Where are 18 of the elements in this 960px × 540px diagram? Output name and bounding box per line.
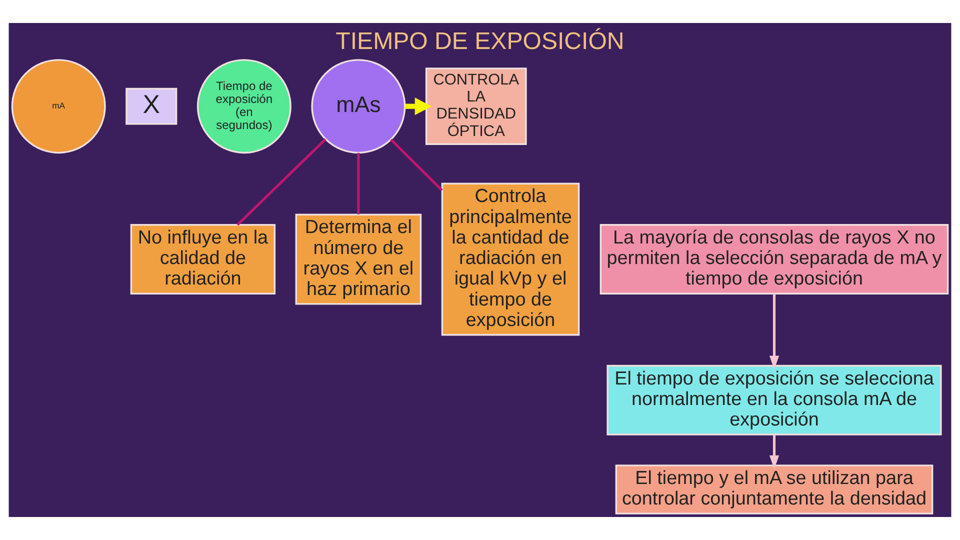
- node-box: El tiempo y el mA se utilizan para controlar conjuntamente la densidad: [615, 464, 934, 514]
- node-box: Determina el número de rayos X en el haz primario: [295, 214, 422, 305]
- node-box: CONTROLA LA DENSIDAD ÓPTICA: [425, 68, 527, 145]
- connector: [236, 138, 326, 226]
- arrow: [769, 294, 780, 370]
- node-circle: Tiempo de exposición (en segundos): [196, 59, 292, 154]
- node-box: El tiempo de exposición se selecciona normalmente en la consola mA de exposición: [606, 364, 942, 436]
- node-circle: mA: [11, 59, 106, 154]
- node-box: X: [126, 88, 178, 125]
- node-circle: mAs: [311, 59, 406, 154]
- diagram-title: TIEMPO DE EXPOSICIÓN: [336, 28, 624, 56]
- connector: [357, 152, 360, 214]
- node-box: No influye en la calidad de radiación: [130, 224, 276, 294]
- arrow: [769, 434, 780, 470]
- connector: [390, 138, 443, 192]
- node-box: La mayoría de consolas de rayos X no permiten la selección separada de mA y tiempo de exposición: [600, 224, 949, 294]
- arrow: [404, 98, 432, 116]
- node-box: Controla principalmente la cantidad de radiación en igual kVp y el tiempo de exposición: [441, 182, 580, 336]
